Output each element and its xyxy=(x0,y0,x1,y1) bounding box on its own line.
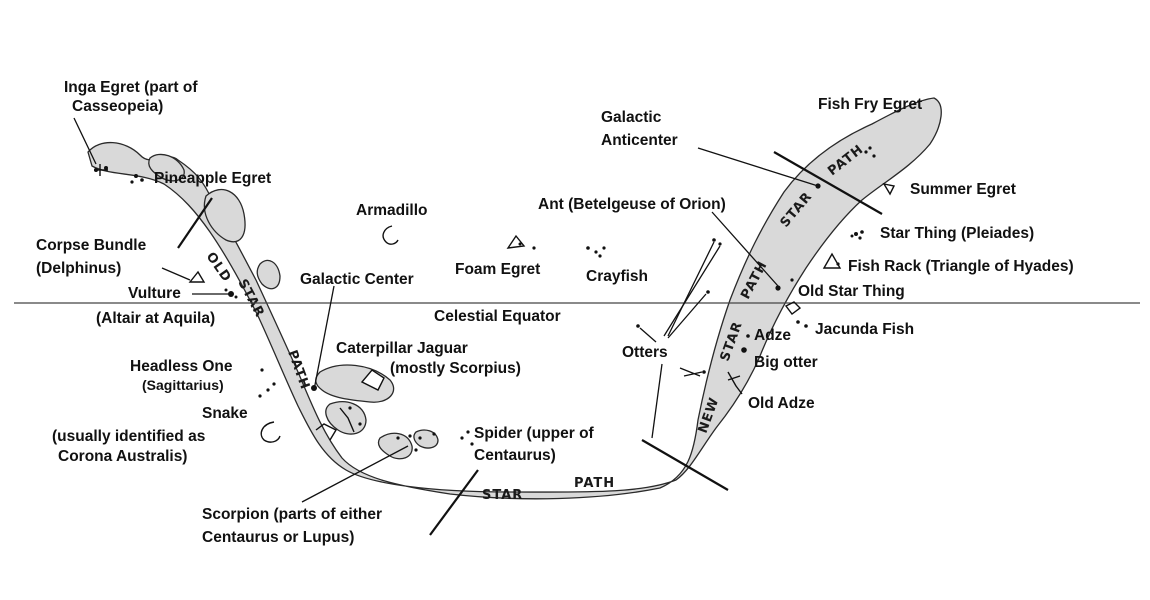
band-blob-3 xyxy=(148,153,185,182)
band-main xyxy=(87,97,942,500)
label-foam-egret: Foam Egret xyxy=(455,261,540,278)
label-pineapple-egret: Pineapple Egret xyxy=(154,170,271,187)
star-thing-figure xyxy=(850,230,864,240)
galactic-anticenter-marker xyxy=(815,183,821,189)
label-old-star-thing: Old Star Thing xyxy=(798,283,905,300)
crayfish-figure xyxy=(586,246,606,258)
old-star-thing-star-2 xyxy=(790,278,794,282)
fish-rack-figure xyxy=(822,252,842,269)
divider-lower-right xyxy=(641,439,729,491)
band-blob-1 xyxy=(203,188,246,243)
label-spider-line2: Centaurus) xyxy=(474,447,556,464)
pineapple-egret-figure xyxy=(130,174,144,184)
label-summer-egret: Summer Egret xyxy=(910,181,1016,198)
label-snake-note-line2: Corona Australis) xyxy=(58,448,187,465)
label-adze: Adze xyxy=(754,327,791,344)
leader-inga-egret xyxy=(73,117,97,165)
label-galactic-anticenter-line2: Anticenter xyxy=(601,132,678,149)
old-adze-figure xyxy=(727,371,743,395)
label-fish-fry-egret: Fish Fry Egret xyxy=(818,96,922,113)
label-sagittarius: (Sagittarius) xyxy=(142,377,224,393)
label-caterpillar-jaguar-line2: (mostly Scorpius) xyxy=(390,360,521,377)
leader-galactic-anticenter xyxy=(697,147,819,187)
band-blob-5 xyxy=(325,401,367,435)
leader-lines xyxy=(73,117,821,503)
label-scorpion-line2: Centaurus or Lupus) xyxy=(202,529,354,546)
label-corpse-bundle-line1: Corpse Bundle xyxy=(36,237,147,254)
label-scorpion-line1: Scorpion (parts of either xyxy=(202,506,382,523)
leader-otters-3 xyxy=(667,293,707,339)
jacunda-fish-figure xyxy=(784,301,808,328)
label-spider-line1: Spider (upper of xyxy=(474,425,595,442)
leader-otters-1 xyxy=(667,241,715,337)
band-word-path-bottom: PATH xyxy=(574,476,615,491)
fish-fry-egret-figure xyxy=(864,146,876,158)
otters-figure xyxy=(636,238,722,377)
snake-figure xyxy=(260,421,281,443)
galactic-center-marker xyxy=(311,385,317,391)
label-crayfish: Crayfish xyxy=(586,268,648,285)
leader-otters-2 xyxy=(663,245,721,337)
summer-egret-figure xyxy=(882,183,896,196)
label-big-otter: Big otter xyxy=(754,354,818,371)
label-snake: Snake xyxy=(202,405,248,422)
old-star-thing-marker xyxy=(775,285,781,291)
label-ant: Ant (Betelgeuse of Orion) xyxy=(538,196,726,213)
label-altair: (Altair at Aquila) xyxy=(96,310,215,327)
label-headless-one: Headless One xyxy=(130,358,233,375)
leader-galactic-center xyxy=(313,285,335,391)
leader-ant xyxy=(711,211,779,287)
divider-lines xyxy=(177,151,883,536)
leader-otters-5 xyxy=(651,363,663,439)
foam-egret-figure xyxy=(506,234,536,250)
labels: Inga Egret (part of Casseopeia) Pineappl… xyxy=(36,79,1074,546)
label-fish-rack: Fish Rack (Triangle of Hyades) xyxy=(848,258,1074,275)
caterpillar-jaguar-figure xyxy=(315,369,385,441)
constellation-figures xyxy=(94,146,896,452)
band-blob-6 xyxy=(377,432,413,460)
leader-corpse-bundle xyxy=(161,267,191,281)
label-star-thing: Star Thing (Pleiades) xyxy=(880,225,1034,242)
label-corpse-bundle-line2: (Delphinus) xyxy=(36,260,121,277)
label-armadillo: Armadillo xyxy=(356,202,427,219)
band-blob-2 xyxy=(256,259,281,290)
star-path-band xyxy=(87,97,942,500)
divider-upper-left xyxy=(177,197,213,249)
label-inga-egret-line1: Inga Egret (part of xyxy=(64,79,198,96)
label-otters: Otters xyxy=(622,344,668,361)
inga-egret-figure xyxy=(94,164,108,176)
vulture-figure xyxy=(192,288,238,299)
label-celestial-equator: Celestial Equator xyxy=(434,308,561,325)
big-otter-star xyxy=(741,347,747,353)
divider-bottom xyxy=(429,469,479,536)
label-snake-note-line1: (usually identified as xyxy=(52,428,205,445)
label-jacunda-fish: Jacunda Fish xyxy=(815,321,914,338)
corpse-bundle-figure xyxy=(188,270,206,283)
adze-star xyxy=(746,334,750,338)
spider-figure xyxy=(460,430,474,446)
scorpion-figure xyxy=(396,432,436,452)
divider-upper-right xyxy=(773,151,883,215)
band-blob-7 xyxy=(413,429,439,449)
band-word-star-bottom: STAR xyxy=(482,488,523,503)
label-inga-egret-line2: Casseopeia) xyxy=(72,98,163,115)
label-galactic-center: Galactic Center xyxy=(300,271,414,288)
label-old-adze: Old Adze xyxy=(748,395,815,412)
armadillo-figure xyxy=(382,225,399,245)
label-caterpillar-jaguar-line1: Caterpillar Jaguar xyxy=(336,340,468,357)
label-galactic-anticenter-line1: Galactic xyxy=(601,109,662,126)
label-vulture: Vulture xyxy=(128,285,181,302)
leader-scorpion xyxy=(301,445,409,503)
headless-one-figure xyxy=(258,368,276,398)
leader-otters-4 xyxy=(639,327,657,343)
